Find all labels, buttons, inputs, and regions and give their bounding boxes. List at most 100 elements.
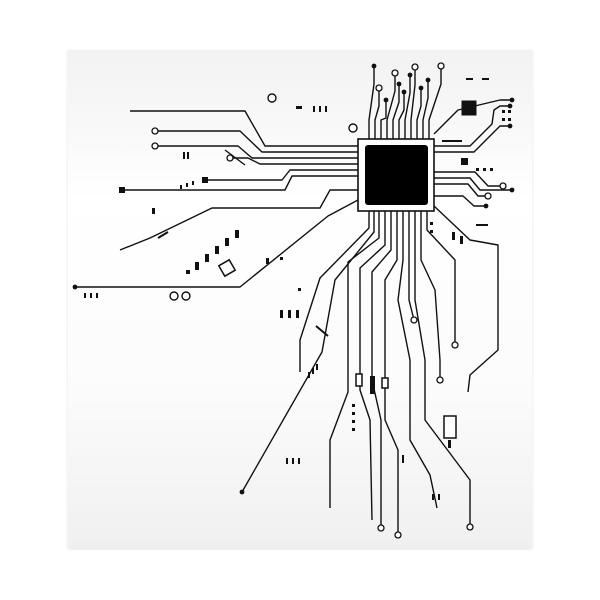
- smd-component-icon: [319, 106, 321, 112]
- small-chip-icon: [461, 158, 468, 165]
- smd-component-icon: [288, 310, 291, 318]
- circuit-trace: [380, 100, 387, 139]
- circuit-trace: [398, 92, 405, 139]
- smd-component-icon: [452, 232, 455, 240]
- circuit-trace: [414, 211, 471, 527]
- circuit-trace: [408, 211, 415, 321]
- via-dot-icon: [483, 203, 489, 209]
- via-pad-icon: [411, 63, 419, 71]
- smd-component-icon: [186, 270, 190, 274]
- microchip-die: [365, 145, 428, 205]
- smd-component-icon: [298, 458, 300, 464]
- via-pad-icon: [466, 523, 474, 531]
- via-pad-icon: [499, 182, 507, 190]
- circuit-trace: [241, 211, 375, 493]
- via-dot-icon: [507, 123, 513, 129]
- square-pad-icon: [202, 177, 208, 183]
- smd-component-icon: [508, 110, 511, 113]
- smd-component-icon: [430, 222, 433, 225]
- smd-component-icon: [352, 412, 355, 415]
- square-pad-icon: [119, 187, 125, 193]
- small-chip-icon: [461, 100, 477, 116]
- smd-component-icon: [312, 368, 314, 374]
- circuit-trace: [205, 169, 358, 181]
- via-pad-icon: [451, 341, 459, 349]
- via-dot-icon: [507, 103, 513, 109]
- via-dot-icon: [396, 81, 402, 87]
- smd-component-icon: [438, 494, 440, 500]
- via-dot-icon: [509, 97, 515, 103]
- circuit-trace: [426, 211, 456, 345]
- smd-component-icon: [483, 168, 486, 171]
- via-dot-icon: [383, 97, 389, 103]
- circuit-trace: [434, 105, 510, 147]
- via-pad-icon: [410, 316, 418, 324]
- circuit-trace: [299, 211, 370, 372]
- smd-component-icon: [187, 152, 189, 159]
- small-chip-icon: [443, 415, 457, 439]
- smd-component-icon: [280, 310, 283, 318]
- circuit-trace: [224, 149, 246, 166]
- via-pad-icon: [375, 84, 383, 92]
- circuit-trace: [420, 211, 441, 380]
- via-pad-icon: [267, 93, 277, 103]
- via-pad-icon: [151, 127, 159, 135]
- circuit-trace: [404, 75, 411, 139]
- smd-component-icon: [476, 168, 479, 171]
- via-dot-icon: [239, 489, 245, 495]
- smd-component-icon: [448, 440, 451, 448]
- smd-component-icon: [430, 230, 433, 233]
- via-dot-icon: [72, 284, 78, 290]
- circuit-trace: [371, 211, 392, 528]
- via-pad-icon: [151, 142, 159, 150]
- circuit-trace: [386, 73, 396, 139]
- via-dot-icon: [401, 89, 407, 95]
- via-pad-icon: [436, 376, 444, 384]
- smd-component-icon: [296, 106, 302, 109]
- circuit-trace: [155, 130, 358, 153]
- circuit-trace: [433, 99, 512, 135]
- smd-component-icon: [96, 293, 98, 298]
- via-pad-icon: [394, 531, 402, 539]
- circuit-trace: [315, 325, 329, 337]
- via-pad-icon: [169, 291, 179, 301]
- smd-component-icon: [205, 254, 209, 262]
- smd-component-icon: [84, 293, 86, 298]
- smd-component-icon: [352, 428, 355, 431]
- circuit-trace: [130, 110, 358, 147]
- smd-component-icon: [466, 78, 473, 80]
- capacitor-icon: [157, 231, 169, 239]
- smd-component-icon: [352, 404, 355, 407]
- smd-component-icon: [352, 420, 355, 423]
- smd-component-icon: [183, 152, 185, 159]
- circuit-trace: [397, 211, 438, 509]
- smd-component-icon: [90, 293, 92, 298]
- smd-component-icon: [308, 372, 310, 378]
- circuit-trace: [422, 80, 429, 139]
- circuit-trace: [434, 125, 510, 153]
- circuit-trace: [155, 145, 358, 159]
- circuit-trace: [374, 88, 380, 139]
- smd-component-icon: [192, 181, 194, 185]
- smd-component-icon: [313, 106, 315, 112]
- via-dot-icon: [425, 77, 431, 83]
- smd-component-icon: [502, 118, 505, 121]
- circuit-trace: [122, 175, 358, 191]
- circuit-trace: [392, 84, 400, 139]
- smd-component-icon: [180, 185, 182, 189]
- smd-component-icon: [215, 246, 219, 254]
- smd-component-icon: [325, 106, 327, 112]
- smd-component-icon: [152, 208, 155, 214]
- smd-component-icon: [432, 494, 434, 500]
- smd-component-icon: [476, 224, 488, 226]
- via-pad-icon: [348, 123, 358, 133]
- smd-component-icon: [508, 118, 511, 121]
- smd-component-icon: [298, 288, 301, 291]
- smd-component-icon: [460, 236, 463, 244]
- circuit-trace: [410, 67, 416, 139]
- circuit-trace: [359, 211, 386, 521]
- via-dot-icon: [418, 85, 424, 91]
- smd-component-icon: [482, 78, 489, 80]
